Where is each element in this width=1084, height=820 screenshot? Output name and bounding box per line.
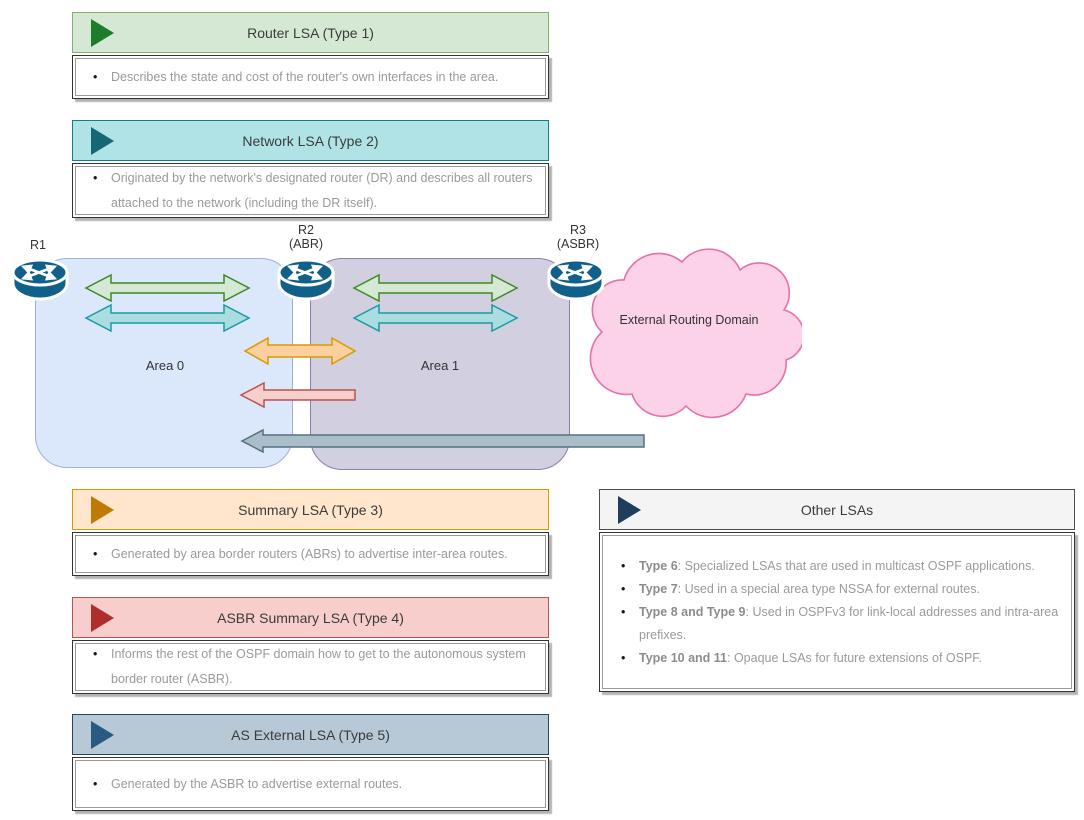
router-icon-r3	[542, 256, 610, 304]
network-lsa-arrow-area1	[352, 303, 519, 333]
bullet-icon: •	[93, 546, 98, 561]
list-item: • Generated by the ASBR to advertise ext…	[73, 772, 548, 797]
router-lsa-arrow-area1	[352, 273, 519, 303]
bullet-icon: •	[93, 776, 98, 791]
network-lsa-header: Network LSA (Type 2)	[72, 120, 549, 161]
router-lsa-body: • Describes the state and cost of the ro…	[72, 55, 549, 99]
area-1-label: Area 1	[420, 358, 460, 373]
as-external-lsa-title: AS External LSA (Type 5)	[231, 726, 390, 743]
router-lsa-box: Router LSA (Type 1) • Describes the stat…	[72, 12, 549, 99]
list-item: • Originated by the network's designated…	[73, 166, 548, 216]
bullet-text: Type 6: Specialized LSAs that are used i…	[639, 559, 1035, 573]
play-icon	[91, 720, 114, 749]
other-lsas-header: Other LSAs	[599, 489, 1075, 530]
as-external-lsa-body: • Generated by the ASBR to advertise ext…	[72, 757, 549, 811]
area-0-label: Area 0	[145, 358, 185, 373]
list-item: • Type 7: Used in a special area type NS…	[600, 578, 1074, 601]
router-icon-r2	[272, 256, 340, 304]
asbr-summary-lsa-box: ASBR Summary LSA (Type 4) • Informs the …	[72, 597, 549, 694]
bullet-icon: •	[93, 170, 98, 185]
router-label-r1: R1	[30, 238, 46, 252]
router-lsa-header: Router LSA (Type 1)	[72, 12, 549, 53]
other-lsas-box: Other LSAs • Type 6: Specialized LSAs th…	[599, 489, 1075, 692]
router-label-r3: R3 (ASBR)	[538, 223, 618, 251]
as-external-lsa-header: AS External LSA (Type 5)	[72, 714, 549, 755]
other-lsas-title: Other LSAs	[800, 501, 874, 518]
as-external-lsa-arrow	[240, 428, 645, 454]
other-lsas-body: • Type 6: Specialized LSAs that are used…	[599, 532, 1075, 692]
bullet-icon: •	[93, 69, 98, 84]
play-icon	[91, 603, 114, 632]
bullet-icon: •	[621, 559, 626, 573]
network-lsa-title: Network LSA (Type 2)	[242, 132, 379, 149]
router-name: R3	[570, 223, 586, 237]
bullet-text: Generated by the ASBR to advertise exter…	[111, 776, 403, 791]
router-lsa-title: Router LSA (Type 1)	[247, 24, 374, 41]
asbr-summary-lsa-body: • Informs the rest of the OSPF domain ho…	[72, 640, 549, 694]
router-icon-r1	[6, 256, 74, 304]
router-lsa-arrow-area0	[84, 273, 251, 303]
summary-lsa-arrow	[243, 336, 357, 366]
list-item: • Informs the rest of the OSPF domain ho…	[73, 642, 548, 692]
cloud-label: External Routing Domain	[619, 313, 759, 327]
bullet-icon: •	[621, 605, 626, 619]
list-item: • Type 8 and Type 9: Used in OSPFv3 for …	[600, 601, 1074, 647]
asbr-summary-lsa-arrow	[239, 381, 356, 409]
bullet-text: Generated by area border routers (ABRs) …	[111, 546, 508, 561]
play-icon	[91, 126, 114, 155]
play-icon	[91, 495, 114, 524]
bullet-text: Type 10 and 11: Opaque LSAs for future e…	[639, 651, 983, 665]
play-icon	[91, 18, 114, 47]
asbr-summary-lsa-header: ASBR Summary LSA (Type 4)	[72, 597, 549, 638]
as-external-lsa-box: AS External LSA (Type 5) • Generated by …	[72, 714, 549, 811]
play-icon	[618, 495, 641, 524]
summary-lsa-body: • Generated by area border routers (ABRs…	[72, 532, 549, 576]
bullet-text: Type 8 and Type 9: Used in OSPFv3 for li…	[639, 605, 1059, 642]
network-lsa-body: • Originated by the network's designated…	[72, 163, 549, 218]
bullet-icon: •	[621, 582, 626, 596]
router-role: (ASBR)	[556, 237, 600, 251]
network-lsa-arrow-area0	[84, 303, 251, 333]
list-item: • Type 10 and 11: Opaque LSAs for future…	[600, 647, 1074, 670]
list-item: • Describes the state and cost of the ro…	[73, 65, 548, 90]
asbr-summary-lsa-title: ASBR Summary LSA (Type 4)	[217, 609, 404, 626]
list-item: • Generated by area border routers (ABRs…	[73, 542, 548, 567]
bullet-icon: •	[621, 651, 626, 665]
bullet-text: Describes the state and cost of the rout…	[111, 69, 499, 84]
summary-lsa-title: Summary LSA (Type 3)	[238, 501, 383, 518]
bullet-text: Originated by the network's designated r…	[111, 170, 533, 210]
bullet-text: Type 7: Used in a special area type NSSA…	[639, 582, 980, 596]
bullet-icon: •	[93, 647, 98, 661]
bullet-text: Informs the rest of the OSPF domain how …	[111, 647, 526, 686]
network-lsa-box: Network LSA (Type 2) • Originated by the…	[72, 120, 549, 218]
summary-lsa-box: Summary LSA (Type 3) • Generated by area…	[72, 489, 549, 576]
list-item: • Type 6: Specialized LSAs that are used…	[600, 555, 1074, 578]
router-name: R2	[298, 223, 314, 237]
router-role: (ABR)	[288, 237, 324, 251]
router-label-r2: R2 (ABR)	[266, 223, 346, 251]
external-domain-cloud	[589, 248, 802, 419]
summary-lsa-header: Summary LSA (Type 3)	[72, 489, 549, 530]
